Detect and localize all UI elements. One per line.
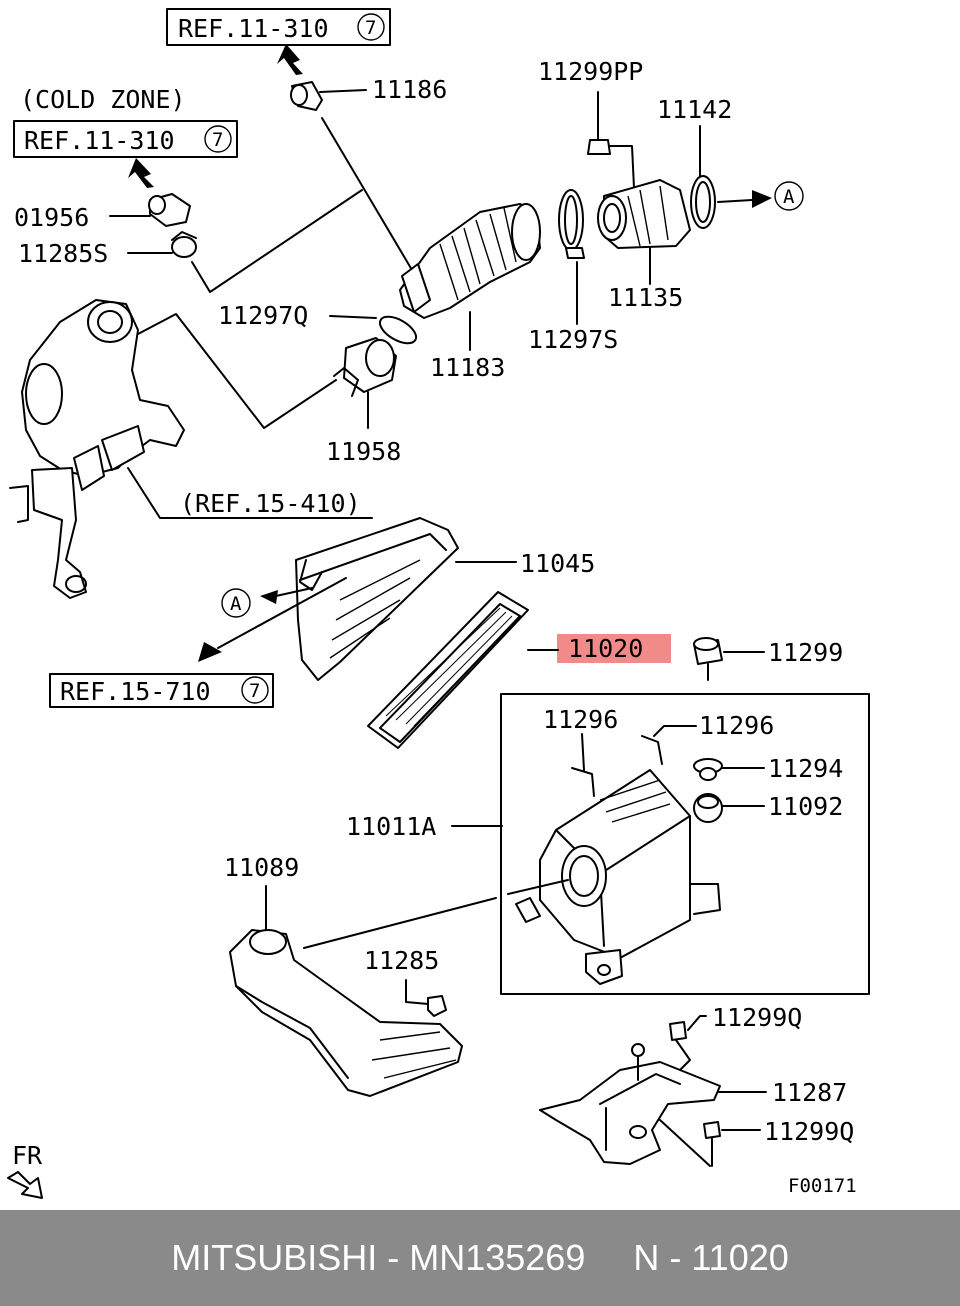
label-11299Q-top: 11299Q — [712, 1003, 802, 1032]
label-11020: 11020 — [568, 634, 643, 663]
label-11958: 11958 — [326, 437, 401, 466]
part-11297S-shape — [558, 189, 585, 325]
svg-text:A: A — [230, 593, 242, 615]
part-11011A-shape — [515, 769, 721, 985]
arrow-ref-top — [277, 44, 303, 75]
ref-box-cold-circle: 7 — [212, 129, 223, 151]
svg-text:A: A — [783, 186, 795, 208]
part-11299PP-shape — [587, 91, 635, 189]
arrow-ref-15-710 — [198, 642, 222, 662]
label-11299: 11299 — [768, 638, 843, 667]
ref-box-top-text: REF.11-310 — [178, 14, 329, 43]
part-11287-shape — [539, 1043, 721, 1165]
label-11296-b: 11296 — [699, 711, 774, 740]
part-11958-shape — [333, 337, 397, 429]
leader-11089-case — [303, 897, 497, 949]
marker-a-top: A — [774, 181, 804, 211]
part-11294-shape — [693, 758, 765, 781]
label-11285S: 11285S — [18, 239, 108, 268]
part-11297Q-shape — [329, 315, 418, 345]
part-11299Q-bot-shape — [659, 1119, 761, 1167]
ref-box-15-710: REF.15-710 7 — [49, 673, 274, 708]
label-11285: 11285 — [364, 946, 439, 975]
part-11020-shape — [367, 591, 529, 749]
part-11285-shape — [405, 979, 447, 1017]
part-11183-shape — [399, 203, 541, 351]
label-ref-15-410: (REF.15-410) — [180, 489, 361, 518]
label-01956: 01956 — [14, 203, 89, 232]
part-01956-shape — [109, 193, 191, 227]
part-11299-shape — [693, 637, 765, 681]
turbo-assembly-shape — [9, 299, 185, 599]
leader-11186-hose — [321, 117, 413, 271]
label-11142: 11142 — [657, 95, 732, 124]
leader-case-inlet — [507, 879, 569, 895]
part-11142-shape — [690, 125, 772, 229]
parts-diagram: REF.11-310 7 (COLD ZONE) REF.11-310 7 11… — [7, 8, 870, 1199]
label-11186: 11186 — [372, 75, 447, 104]
ref-box-cold-text: REF.11-310 — [24, 126, 175, 155]
label-11287: 11287 — [772, 1078, 847, 1107]
label-11092: 11092 — [768, 792, 843, 821]
leader-ref-15-710 — [217, 577, 347, 649]
label-11045: 11045 — [520, 549, 595, 578]
figure-code: F00171 — [788, 1175, 857, 1197]
label-11011A: 11011A — [346, 812, 436, 841]
label-11299Q-bot: 11299Q — [764, 1117, 854, 1146]
part-11089-shape — [229, 929, 463, 1097]
label-11183: 11183 — [430, 353, 505, 382]
part-11296-shapes — [571, 725, 697, 797]
label-11294: 11294 — [768, 754, 843, 783]
ref-box-15-710-circle: 7 — [249, 680, 260, 702]
label-11089: 11089 — [224, 853, 299, 882]
ref-box-top-circle: 7 — [365, 17, 376, 39]
frame-11011A — [500, 693, 870, 995]
label-11297Q: 11297Q — [218, 301, 308, 330]
footer-brand-part: MITSUBISHI - MN135269 — [171, 1237, 586, 1278]
marker-a-left: A — [221, 587, 313, 618]
part-11299Q-top-shape — [669, 1015, 707, 1071]
fr-arrow-icon — [7, 1171, 43, 1199]
highlight-11020 — [557, 634, 671, 663]
ref-box-15-710-text: REF.15-710 — [60, 677, 211, 706]
leader-turbo — [137, 313, 337, 429]
footer-ref-part: N - 11020 — [633, 1237, 789, 1278]
part-11186-shape — [290, 81, 367, 111]
label-11297S: 11297S — [528, 325, 618, 354]
leader-cold-zone — [191, 189, 363, 293]
cold-zone-label: (COLD ZONE) — [20, 85, 186, 114]
ref-box-top: REF.11-310 7 — [166, 8, 391, 46]
ref-box-cold: REF.11-310 7 — [13, 120, 238, 158]
label-11296-a: 11296 — [543, 705, 618, 734]
label-11135: 11135 — [608, 283, 683, 312]
footer-bar: MITSUBISHI - MN135269 N - 11020 — [0, 1210, 960, 1306]
part-11285S-shape — [127, 231, 197, 258]
label-11299PP: 11299PP — [538, 57, 643, 86]
part-11045-shape — [295, 517, 517, 681]
part-11135-shape — [597, 179, 691, 285]
label-fr: FR — [12, 1141, 43, 1170]
part-11092-shape — [693, 793, 765, 823]
arrow-ref-cold — [128, 158, 154, 188]
leader-ref-15-410 — [127, 467, 373, 519]
